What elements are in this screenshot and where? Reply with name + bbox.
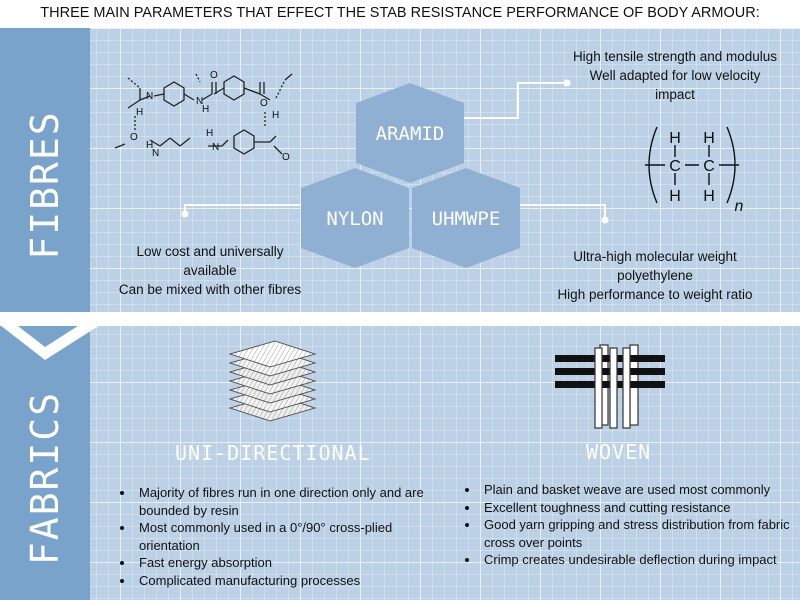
atom-n-2: N: [196, 96, 203, 107]
fabrics-label: FABRICS: [23, 390, 67, 566]
atom-o-1: O: [210, 70, 218, 81]
hexagon-aramid: [356, 83, 464, 183]
formula-c-1: C: [669, 158, 681, 175]
uni-directional-layers-icon: [228, 340, 317, 422]
section-separator: [0, 312, 800, 326]
separator-chevron: [0, 312, 100, 360]
list-item: Plain and basket weave are used most com…: [480, 481, 800, 499]
uhmwpe-description: Ultra-high molecular weight polyethylene…: [557, 249, 753, 302]
formula-n: n: [735, 198, 744, 215]
hexagon-uhmwpe-label: UHMWPE: [432, 208, 501, 230]
uni-directional-bullets: Majority of fibres run in one direction …: [115, 484, 455, 589]
aramid-structure-diagram: N H N H O O H O H N H N O: [114, 70, 293, 163]
page-title: THREE MAIN PARAMETERS THAT EFFECT THE ST…: [0, 0, 800, 28]
fibres-sidebar: [0, 28, 90, 316]
hexagon-nylon: [301, 168, 409, 268]
woven-title: WOVEN: [586, 440, 652, 464]
atom-h-4: H: [146, 140, 153, 151]
atom-h-2: H: [202, 104, 209, 115]
fibre-hexagons: ARAMID NYLON UHMWPE: [181, 79, 609, 268]
formula-h-4: H: [703, 188, 715, 205]
list-item: Excellent toughness and cutting resistan…: [480, 499, 800, 517]
atom-o-4: O: [282, 152, 290, 163]
list-item: Complicated manufacturing processes: [135, 572, 455, 590]
nylon-description: Low cost and universally available Can b…: [118, 244, 302, 297]
atom-o-3: O: [130, 132, 138, 143]
atom-n-1: N: [146, 91, 153, 102]
atom-h-1: H: [136, 107, 143, 118]
list-item: Fast energy absorption: [135, 554, 455, 572]
hexagon-aramid-label: ARAMID: [376, 123, 445, 145]
formula-h-3: H: [669, 188, 681, 205]
list-item: Crimp creates undesirable deflection dur…: [480, 551, 800, 569]
formula-c-2: C: [703, 158, 715, 175]
formula-h-1: H: [669, 130, 681, 147]
atom-h-3: H: [272, 110, 279, 121]
fabrics-sidebar: [0, 322, 90, 600]
atom-n-4: N: [212, 142, 219, 153]
woven-fabric-icon: [555, 344, 665, 429]
atom-o-2: O: [260, 98, 268, 109]
atom-n-3: N: [152, 148, 159, 159]
list-item: Majority of fibres run in one direction …: [135, 484, 455, 519]
list-item: Most commonly used in a 0°/90° cross-pli…: [135, 519, 455, 554]
hexagon-uhmwpe: [412, 168, 520, 268]
aramid-description: High tensile strength and modulus Well a…: [572, 49, 778, 102]
list-item: Good yarn gripping and stress distributi…: [480, 516, 800, 551]
atom-h-5: H: [206, 128, 213, 139]
uni-directional-title: UNI-DIRECTIONAL: [175, 441, 371, 465]
polyethylene-formula: H H C C H H n: [645, 126, 744, 215]
formula-h-2: H: [703, 130, 715, 147]
woven-bullets: Plain and basket weave are used most com…: [460, 481, 800, 569]
fabrics-panel: [0, 322, 800, 600]
hexagon-nylon-label: NYLON: [326, 208, 383, 230]
